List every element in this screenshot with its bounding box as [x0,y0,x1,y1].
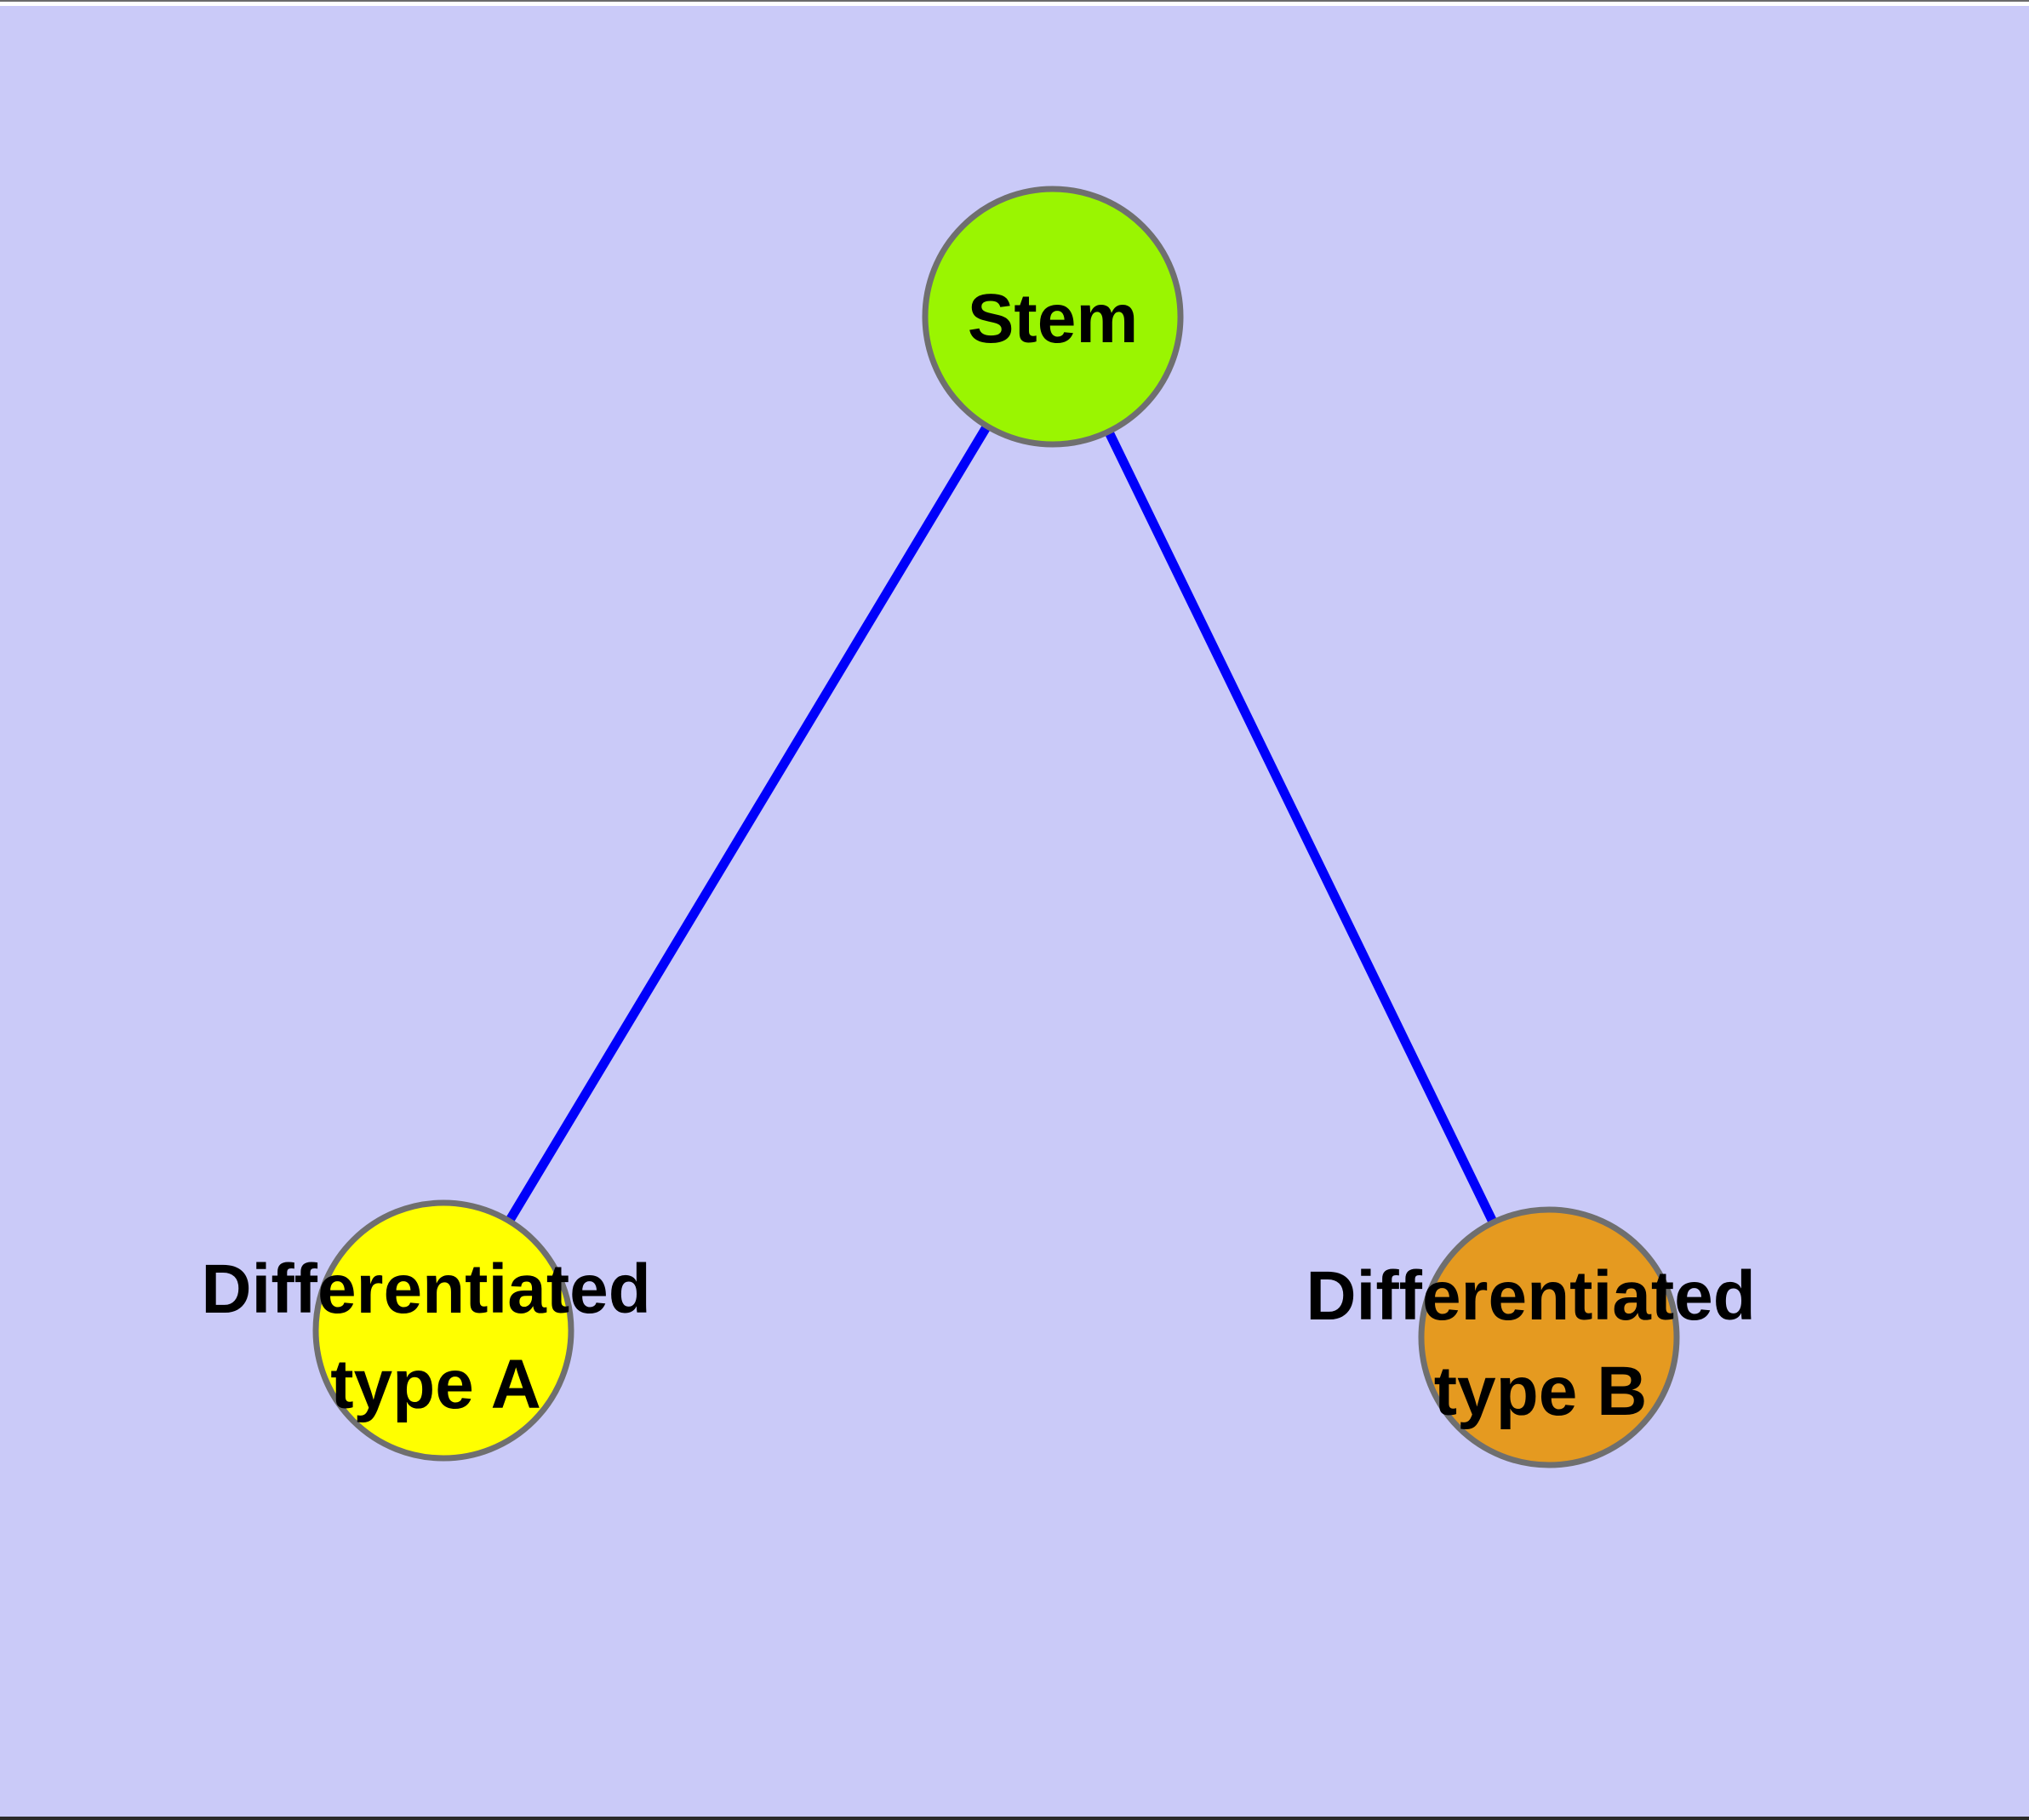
bottom-hairline [0,1817,2029,1820]
node-type-a-label: Differentiated type A [201,1251,670,1423]
top-hairline [0,0,2029,2]
node-type-a-label-line1: Differentiated [201,1251,651,1328]
edge-stem-to-type-a [439,314,1057,1333]
top-white-strip [0,2,2029,6]
node-stem [922,186,1184,448]
node-type-b-label-line1: Differentiated [1306,1257,1756,1335]
node-stem-label: Stem [968,280,1139,358]
node-type-b-label-line2: type B [1434,1353,1648,1430]
node-type-b-label: Differentiated type B [1306,1257,1775,1430]
edge-stem-to-type-b [1049,314,1553,1340]
node-differentiated-type-b [1418,1206,1680,1468]
node-differentiated-type-a [312,1199,574,1462]
node-type-a-label-line2: type A [330,1346,541,1423]
